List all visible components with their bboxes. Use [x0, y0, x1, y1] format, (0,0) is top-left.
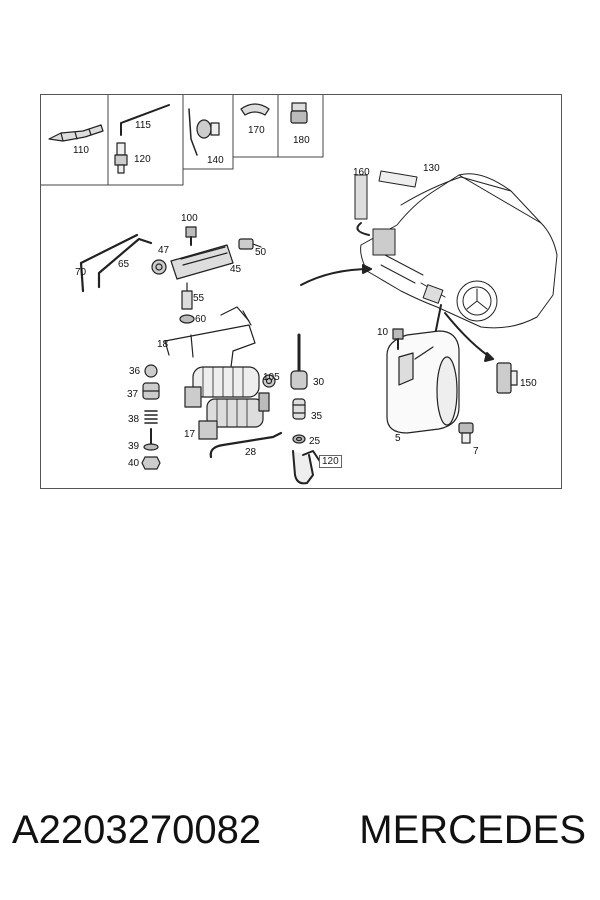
callout-150: 150: [520, 378, 537, 389]
callout-30: 30: [313, 377, 325, 388]
sensor-150-icon: [496, 362, 518, 394]
callout-17: 17: [184, 429, 196, 440]
washer-60-icon: [179, 314, 195, 324]
valve-7-icon: [458, 422, 474, 444]
pointer-arrows: [300, 222, 494, 366]
module-45-icon: [170, 244, 234, 280]
callout-70: 70: [75, 267, 87, 278]
callout-140: 140: [207, 155, 224, 166]
callout-100: 100: [181, 213, 198, 224]
bolt-39-icon: [143, 428, 159, 451]
callout-50: 50: [255, 247, 267, 258]
callout-130: 130: [423, 163, 440, 174]
grommet-170-icon: [240, 103, 270, 116]
bracket-18-icon: [164, 306, 256, 368]
nut-105-icon: [262, 374, 276, 388]
ring-25-icon: [292, 434, 306, 444]
sensor-55-icon: [181, 282, 193, 310]
compressor-icon: [184, 366, 270, 440]
clip-140-icon: [188, 108, 220, 156]
callout-25: 25: [309, 436, 321, 447]
callout-55: 55: [193, 293, 205, 304]
callout-37: 37: [127, 389, 139, 400]
callout-65: 65: [118, 259, 130, 270]
brand-name: MERCEDES: [359, 808, 586, 852]
nut-40-icon: [141, 456, 161, 470]
callout-39: 39: [128, 441, 140, 452]
callout-40: 40: [128, 458, 140, 469]
valve-120-icon: [114, 142, 128, 174]
nut-36-icon: [144, 364, 158, 378]
connector-50-icon: [238, 238, 262, 250]
callout-28: 28: [245, 447, 257, 458]
rod-115-icon: [120, 104, 170, 136]
callout-45: 45: [230, 264, 242, 275]
callout-38: 38: [128, 414, 140, 425]
car-outline: [354, 170, 558, 329]
callout-60: 60: [195, 314, 207, 325]
callout-36: 36: [129, 366, 141, 377]
footer: A2203270082 MERCEDES: [0, 806, 600, 856]
screw-100-icon: [185, 226, 197, 246]
callout-180: 180: [293, 135, 310, 146]
callout-170: 170: [248, 125, 265, 136]
part-35-icon: [292, 398, 306, 420]
nut-47-icon: [151, 259, 167, 275]
damper-30-icon: [290, 333, 308, 390]
top-parts-boxes: [41, 95, 324, 186]
line-65-70-icon: [79, 233, 153, 293]
parts-diagram: 110 115 120 140 170 180 160 130 100 47 5…: [40, 94, 562, 489]
callout-115: 115: [135, 120, 151, 131]
bolt-10-icon: [392, 328, 404, 350]
plug-180-icon: [290, 102, 308, 124]
spring-38-icon: [144, 410, 158, 424]
callout-105: 105: [263, 372, 280, 383]
hose-120-icon: [292, 450, 322, 485]
callout-5: 5: [395, 433, 401, 444]
mount-37-icon: [142, 382, 160, 400]
part-number: A2203270082: [12, 808, 262, 852]
bracket-110-icon: [48, 124, 104, 142]
callout-18: 18: [157, 339, 169, 350]
line-28-icon: [209, 431, 283, 459]
callout-7: 7: [473, 446, 479, 457]
callout-35: 35: [311, 411, 323, 422]
reservoir-5-icon: [386, 330, 460, 434]
callout-120-top: 120: [134, 154, 151, 165]
callout-110: 110: [73, 145, 89, 156]
callout-10: 10: [377, 327, 389, 338]
callout-120-highlighted[interactable]: 120: [319, 455, 342, 468]
callout-160: 160: [353, 167, 370, 178]
callout-47: 47: [158, 245, 170, 256]
diagram-drawing: [41, 95, 558, 485]
